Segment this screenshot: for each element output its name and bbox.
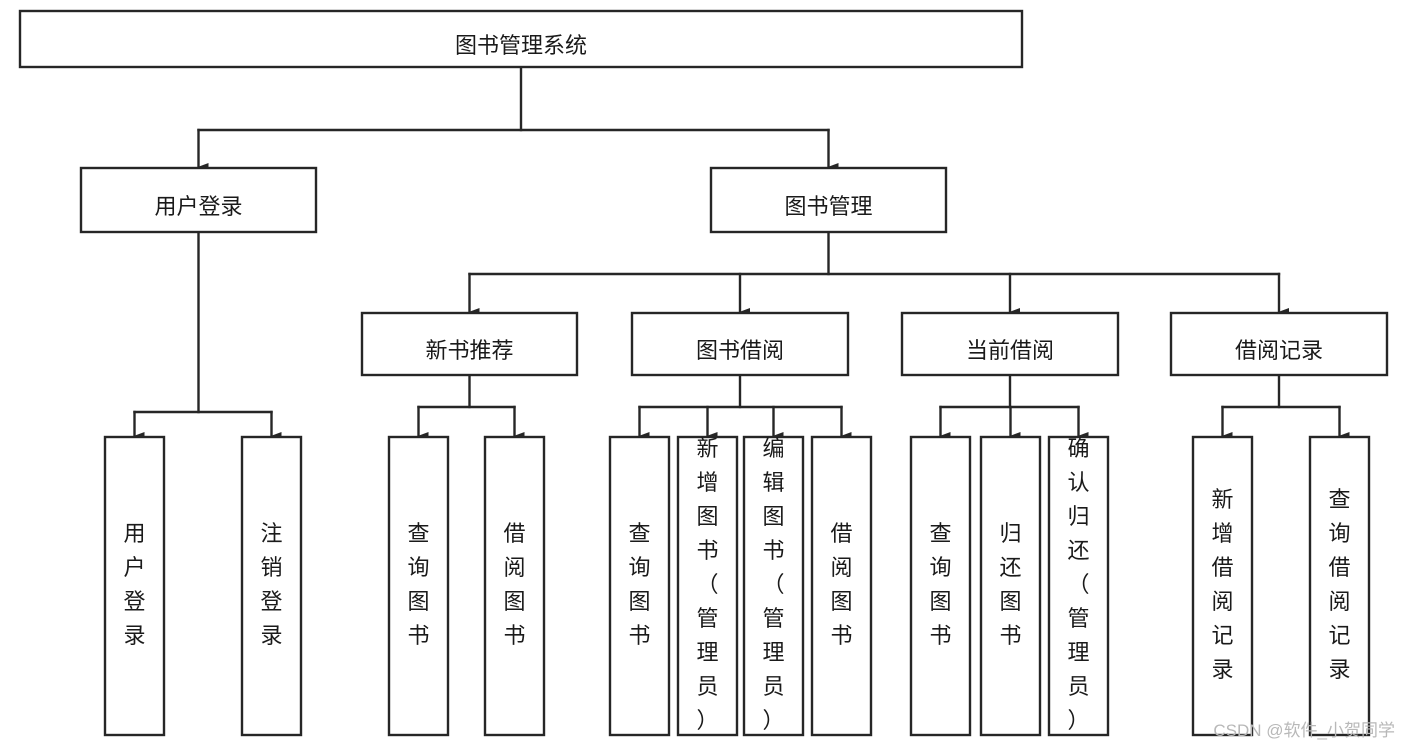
node-root[interactable]: 图书管理系统 [18,9,1024,69]
node-box [1169,311,1389,377]
node-user-login[interactable]: 用户登录 [79,166,318,234]
node-label: 查询图书 [628,521,650,648]
node-box [742,435,805,737]
edge-group-new-book-rec [417,373,525,441]
node-box [630,311,850,377]
node-label: 借阅记录 [1235,338,1323,363]
node-box [79,166,318,234]
node-leaf-current-return-book[interactable]: 归还图书 [979,435,1042,737]
node-leaf-current-query-book[interactable]: 查询图书 [909,435,972,737]
node-box [103,435,166,737]
node-leaf-record-add[interactable]: 新增借阅记录 [1191,435,1254,737]
edge-group-user-login [133,230,282,441]
node-label: 用户登录 [154,194,242,219]
node-label: 图书管理 [784,194,872,219]
node-box [608,435,671,737]
node-box [387,435,450,737]
node-label: 新增图书（管理员） [696,436,718,733]
node-label: 归还图书 [999,521,1021,648]
edge-group-current-borrow [939,373,1089,441]
node-leaf-user-login[interactable]: 用户登录 [103,435,166,737]
node-leaf-rec-query-book[interactable]: 查询图书 [387,435,450,737]
node-leaf-rec-borrow-book[interactable]: 借阅图书 [483,435,546,737]
node-label: 借阅图书 [503,521,525,648]
node-box [676,435,739,737]
node-leaf-borrow-edit-book[interactable]: 编辑图书（管理员） [742,435,805,737]
node-leaf-borrow-add-book[interactable]: 新增图书（管理员） [676,435,739,737]
node-label: 当前借阅 [966,338,1054,363]
node-label: 借阅图书 [830,521,852,648]
node-current-borrow[interactable]: 当前借阅 [900,311,1120,377]
node-label: 确认归还（管理员） [1067,436,1089,733]
node-leaf-current-confirm-return[interactable]: 确认归还（管理员） [1047,435,1110,737]
node-box [979,435,1042,737]
node-label: 查询借阅记录 [1328,487,1350,682]
node-label: 查询图书 [407,521,429,648]
node-box [1191,435,1254,737]
node-box [810,435,873,737]
nodes-layer: 图书管理系统用户登录图书管理新书推荐图书借阅当前借阅借阅记录用户登录注销登录查询… [18,9,1389,737]
edge-group-book-manage [468,230,1290,317]
edge-group-root [197,65,839,172]
node-book-borrow[interactable]: 图书借阅 [630,311,850,377]
node-leaf-record-query[interactable]: 查询借阅记录 [1308,435,1371,737]
node-label: 用户登录 [123,521,145,648]
node-label: 查询图书 [929,521,951,648]
node-leaf-borrow-borrow-book[interactable]: 借阅图书 [810,435,873,737]
node-box [1047,435,1110,737]
edges-layer [133,65,1350,441]
node-label: 编辑图书（管理员） [762,436,784,733]
node-leaf-borrow-query-book[interactable]: 查询图书 [608,435,671,737]
node-label: 新书推荐 [425,338,513,363]
node-label: 图书借阅 [696,338,784,363]
node-leaf-user-logout[interactable]: 注销登录 [240,435,303,737]
node-label: 图书管理系统 [455,33,587,58]
node-box [360,311,579,377]
node-new-book-rec[interactable]: 新书推荐 [360,311,579,377]
node-box [18,9,1024,69]
node-box [1308,435,1371,737]
node-box [900,311,1120,377]
node-label: 注销登录 [260,521,282,648]
node-label: 新增借阅记录 [1211,487,1233,682]
node-box [240,435,303,737]
node-box [483,435,546,737]
edge-group-borrow-record [1221,373,1350,441]
node-book-manage[interactable]: 图书管理 [709,166,948,234]
edge-group-book-borrow [638,373,852,441]
node-box [709,166,948,234]
node-borrow-record[interactable]: 借阅记录 [1169,311,1389,377]
node-box [909,435,972,737]
